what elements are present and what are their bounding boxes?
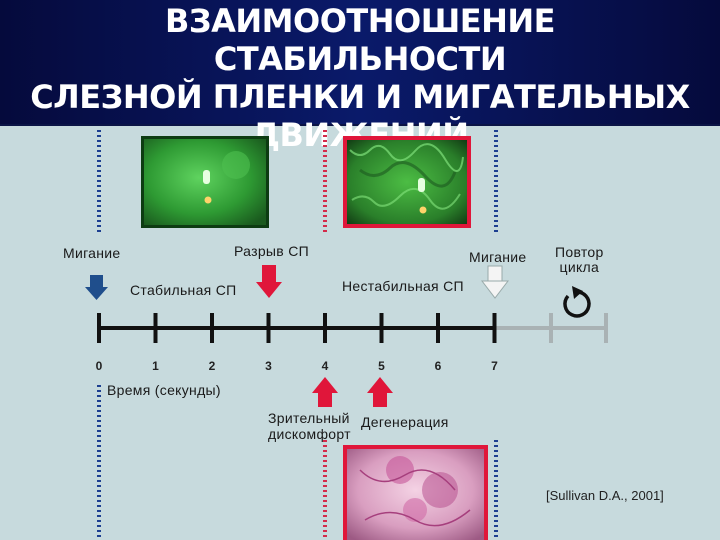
arrow-visual-discomfort (312, 377, 338, 407)
label-repeat-line-2: цикла (559, 259, 600, 275)
label-time-axis: Время (секунды) (107, 382, 221, 398)
page-title: ВЗАИМООТНОШЕНИЕ СТАБИЛЬНОСТИ СЛЕЗНОЙ ПЛЕ… (20, 2, 700, 154)
arrow-blink-start (85, 275, 108, 300)
label-tear-break: Разрыв СП (234, 243, 309, 259)
label-blink-end: Мигание (469, 249, 527, 265)
title-line-2: СЛЕЗНОЙ ПЛЕНКИ И МИГАТЕЛЬНЫХ (30, 78, 690, 116)
label-visual-line-2: дискомфорт (268, 426, 351, 442)
timeline-tick-label: 4 (322, 359, 329, 373)
timeline-axis (97, 313, 608, 343)
title-line-1: ВЗАИМООТНОШЕНИЕ СТАБИЛЬНОСТИ (164, 2, 556, 78)
arrow-blink-end (480, 265, 510, 299)
title-banner: ВЗАИМООТНОШЕНИЕ СТАБИЛЬНОСТИ СЛЕЗНОЙ ПЛЕ… (0, 0, 720, 154)
timeline-tick-label: 5 (378, 359, 385, 373)
photo-stable-tear-film (141, 136, 269, 228)
timeline-tick-label: 1 (152, 359, 159, 373)
label-repeat-cycle: Повтор цикла (555, 245, 604, 275)
timeline-tick-label: 7 (491, 359, 498, 373)
timeline-tick-labels: 0 1 2 3 4 5 6 7 (96, 359, 499, 373)
label-visual-discomfort: Зрительный дискомфорт (268, 410, 351, 442)
timeline-tick-label: 6 (435, 359, 442, 373)
citation: [Sullivan D.A., 2001] (546, 488, 664, 503)
timeline-tick-label: 3 (265, 359, 272, 373)
label-blink-start: Мигание (63, 245, 121, 261)
label-repeat-line-1: Повтор (555, 244, 604, 260)
photo-unstable-tear-film (343, 136, 471, 228)
label-degeneration: Дегенерация (361, 414, 449, 430)
cycle-icon (563, 286, 591, 318)
timeline-tick-label: 0 (96, 359, 103, 373)
label-unstable-film: Нестабильная СП (342, 278, 464, 294)
label-visual-line-1: Зрительный (268, 410, 350, 426)
arrow-degeneration (367, 377, 393, 407)
label-stable-film: Стабильная СП (130, 282, 237, 298)
arrow-tear-break (256, 265, 282, 298)
photo-degeneration (343, 445, 488, 540)
timeline-tick-label: 2 (209, 359, 216, 373)
